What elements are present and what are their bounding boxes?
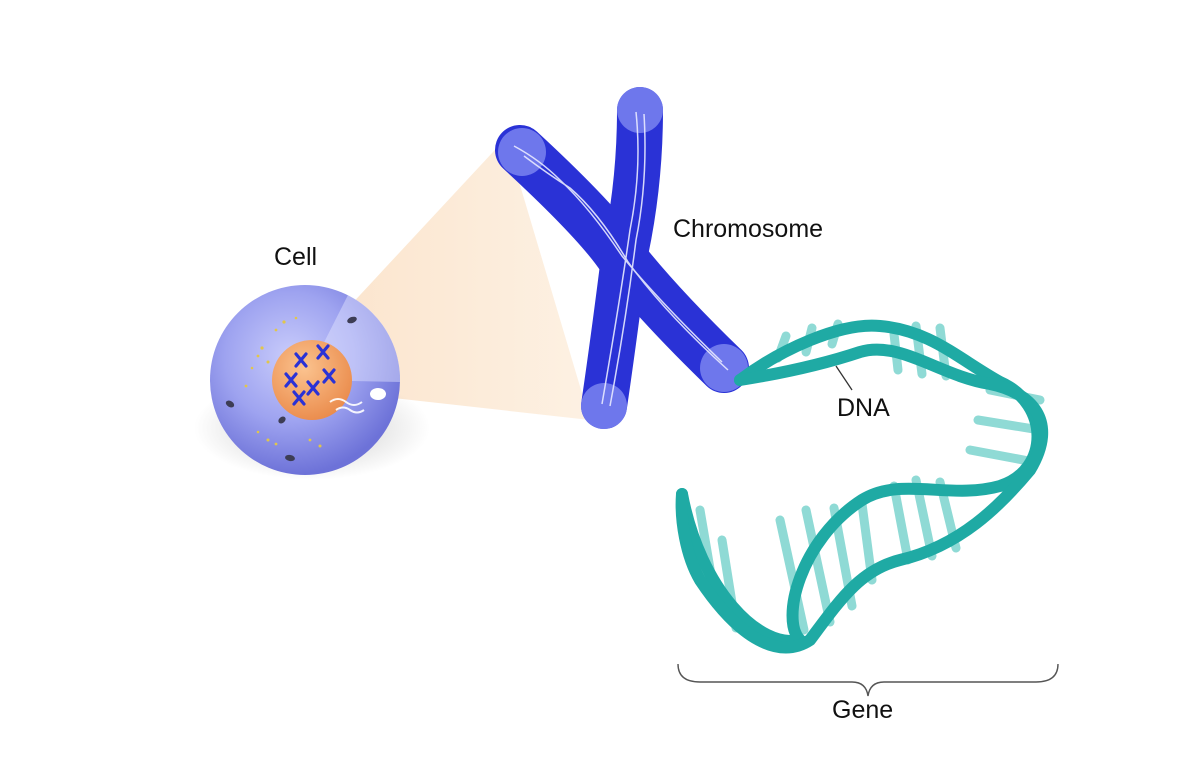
chromosome-illustration [495, 87, 749, 429]
cell-label: Cell [274, 243, 318, 271]
gene-brace [677, 663, 1059, 697]
dna-backbone-2 [675, 343, 1049, 654]
dna-helix [675, 319, 1049, 654]
chromosome-dna-strands [513, 111, 729, 407]
organelles [225, 316, 357, 462]
chromosome-label: Chromosome [673, 215, 824, 243]
gene-label: Gene [832, 696, 894, 724]
dna-label: DNA [837, 394, 890, 422]
nucleus-chromosomes [284, 344, 336, 406]
vacuole [370, 388, 386, 400]
golgi-squiggle [329, 398, 365, 414]
dna-pointer-line [835, 365, 853, 391]
cytoplasm-granules [244, 316, 322, 448]
cell-illustration [210, 285, 401, 475]
